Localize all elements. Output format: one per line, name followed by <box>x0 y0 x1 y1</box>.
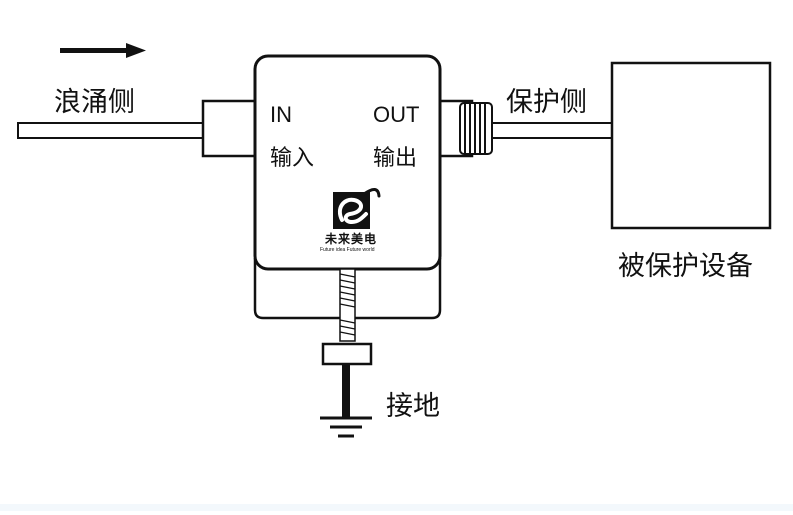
ground-bolt <box>321 268 373 418</box>
protected-device-label: 被保护设备 <box>618 251 753 282</box>
footer-strip <box>0 504 793 511</box>
input-cable <box>17 122 206 139</box>
protected-device-box <box>610 61 772 230</box>
logo-icon <box>333 188 381 229</box>
in-label: IN <box>270 102 292 127</box>
protected-side-label: 保护侧 <box>506 87 587 118</box>
right-arrow-icon <box>60 43 146 58</box>
output-cable <box>489 122 615 139</box>
logo-name: 未来美电 <box>325 232 378 246</box>
output-connector <box>434 99 493 158</box>
ground-label: 接地 <box>386 391 440 422</box>
surge-side-label: 浪涌侧 <box>54 87 135 118</box>
out-label: OUT <box>373 102 420 127</box>
ground-icon <box>320 416 372 438</box>
in-cn-label: 输入 <box>270 146 315 171</box>
input-connector <box>201 99 257 158</box>
logo-slogan: Future idea Future world <box>320 247 375 253</box>
out-cn-label: 输出 <box>373 146 418 171</box>
